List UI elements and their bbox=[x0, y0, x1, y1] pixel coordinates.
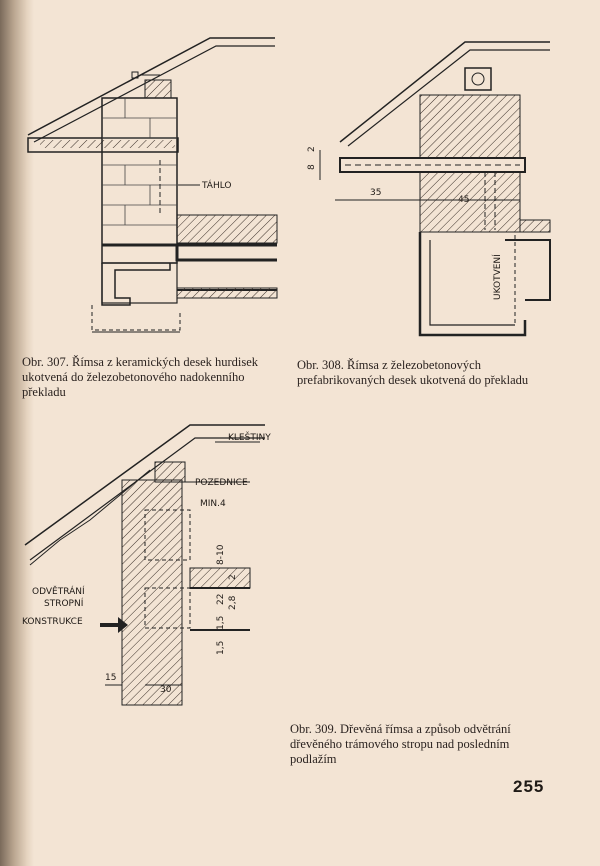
dim-15: 15 bbox=[105, 673, 116, 683]
label-min4: MIN.4 bbox=[200, 499, 226, 509]
caption-307-line-2: ukotvená do železobetonového nadokenního bbox=[22, 370, 245, 384]
dim-2: 2 bbox=[228, 574, 238, 580]
dim-22: 22 bbox=[216, 594, 226, 605]
label-odvetrani: ODVĚTRÁNÍ bbox=[32, 585, 85, 597]
caption-307-line-3: překladu bbox=[22, 385, 66, 399]
dim-1-5-b: 1,5 bbox=[216, 641, 226, 655]
dim-2: 2 bbox=[307, 146, 317, 152]
dim-8: 8 bbox=[307, 164, 317, 170]
caption-308-line-2: prefabrikovaných desek ukotvená do překl… bbox=[297, 373, 529, 387]
figure-307-drawing: TÁHLO bbox=[27, 37, 278, 333]
figure-308-drawing: UKOTVENÍ 35 45 8 2 bbox=[307, 41, 551, 337]
dim-2-8: 2,8 bbox=[228, 595, 238, 610]
caption-309-line-2: dřevěného trámového stropu nad posledním bbox=[290, 737, 510, 751]
caption-figure-308: Obr. 308. Římsa z železobetonových prefa… bbox=[297, 358, 528, 388]
dim-30: 30 bbox=[160, 685, 172, 695]
caption-308-line-1: Obr. 308. Římsa z železobetonových bbox=[297, 358, 481, 372]
caption-309-line-3: podlažím bbox=[290, 752, 337, 766]
caption-307-line-1: Obr. 307. Římsa z keramických desek hurd… bbox=[22, 355, 259, 369]
caption-figure-309: Obr. 309. Dřevěná římsa a způsob odvětrá… bbox=[290, 722, 511, 767]
label-tahlo: TÁHLO bbox=[201, 179, 232, 191]
caption-figure-307: Obr. 307. Římsa z keramických desek hurd… bbox=[22, 355, 258, 400]
dim-8-10: 8-10 bbox=[216, 544, 226, 565]
page-number: 255 bbox=[513, 777, 545, 796]
label-ukotveni: UKOTVENÍ bbox=[491, 254, 503, 300]
label-konstrukce: KONSTRUKCE bbox=[22, 617, 83, 627]
label-pozednice: POZEDNICE bbox=[195, 478, 248, 488]
dim-45: 45 bbox=[458, 195, 469, 205]
figure-309-drawing: KLEŠTINY POZEDNICE MIN.4 ODVĚTRÁNÍ STROP… bbox=[22, 424, 271, 706]
caption-309-line-1: Obr. 309. Dřevěná římsa a způsob odvětrá… bbox=[290, 722, 511, 736]
label-klestiny: KLEŠTINY bbox=[228, 431, 271, 443]
dim-35: 35 bbox=[370, 188, 381, 198]
dim-1-5-a: 1,5 bbox=[216, 616, 226, 630]
label-stropni: STROPNÍ bbox=[44, 597, 84, 609]
